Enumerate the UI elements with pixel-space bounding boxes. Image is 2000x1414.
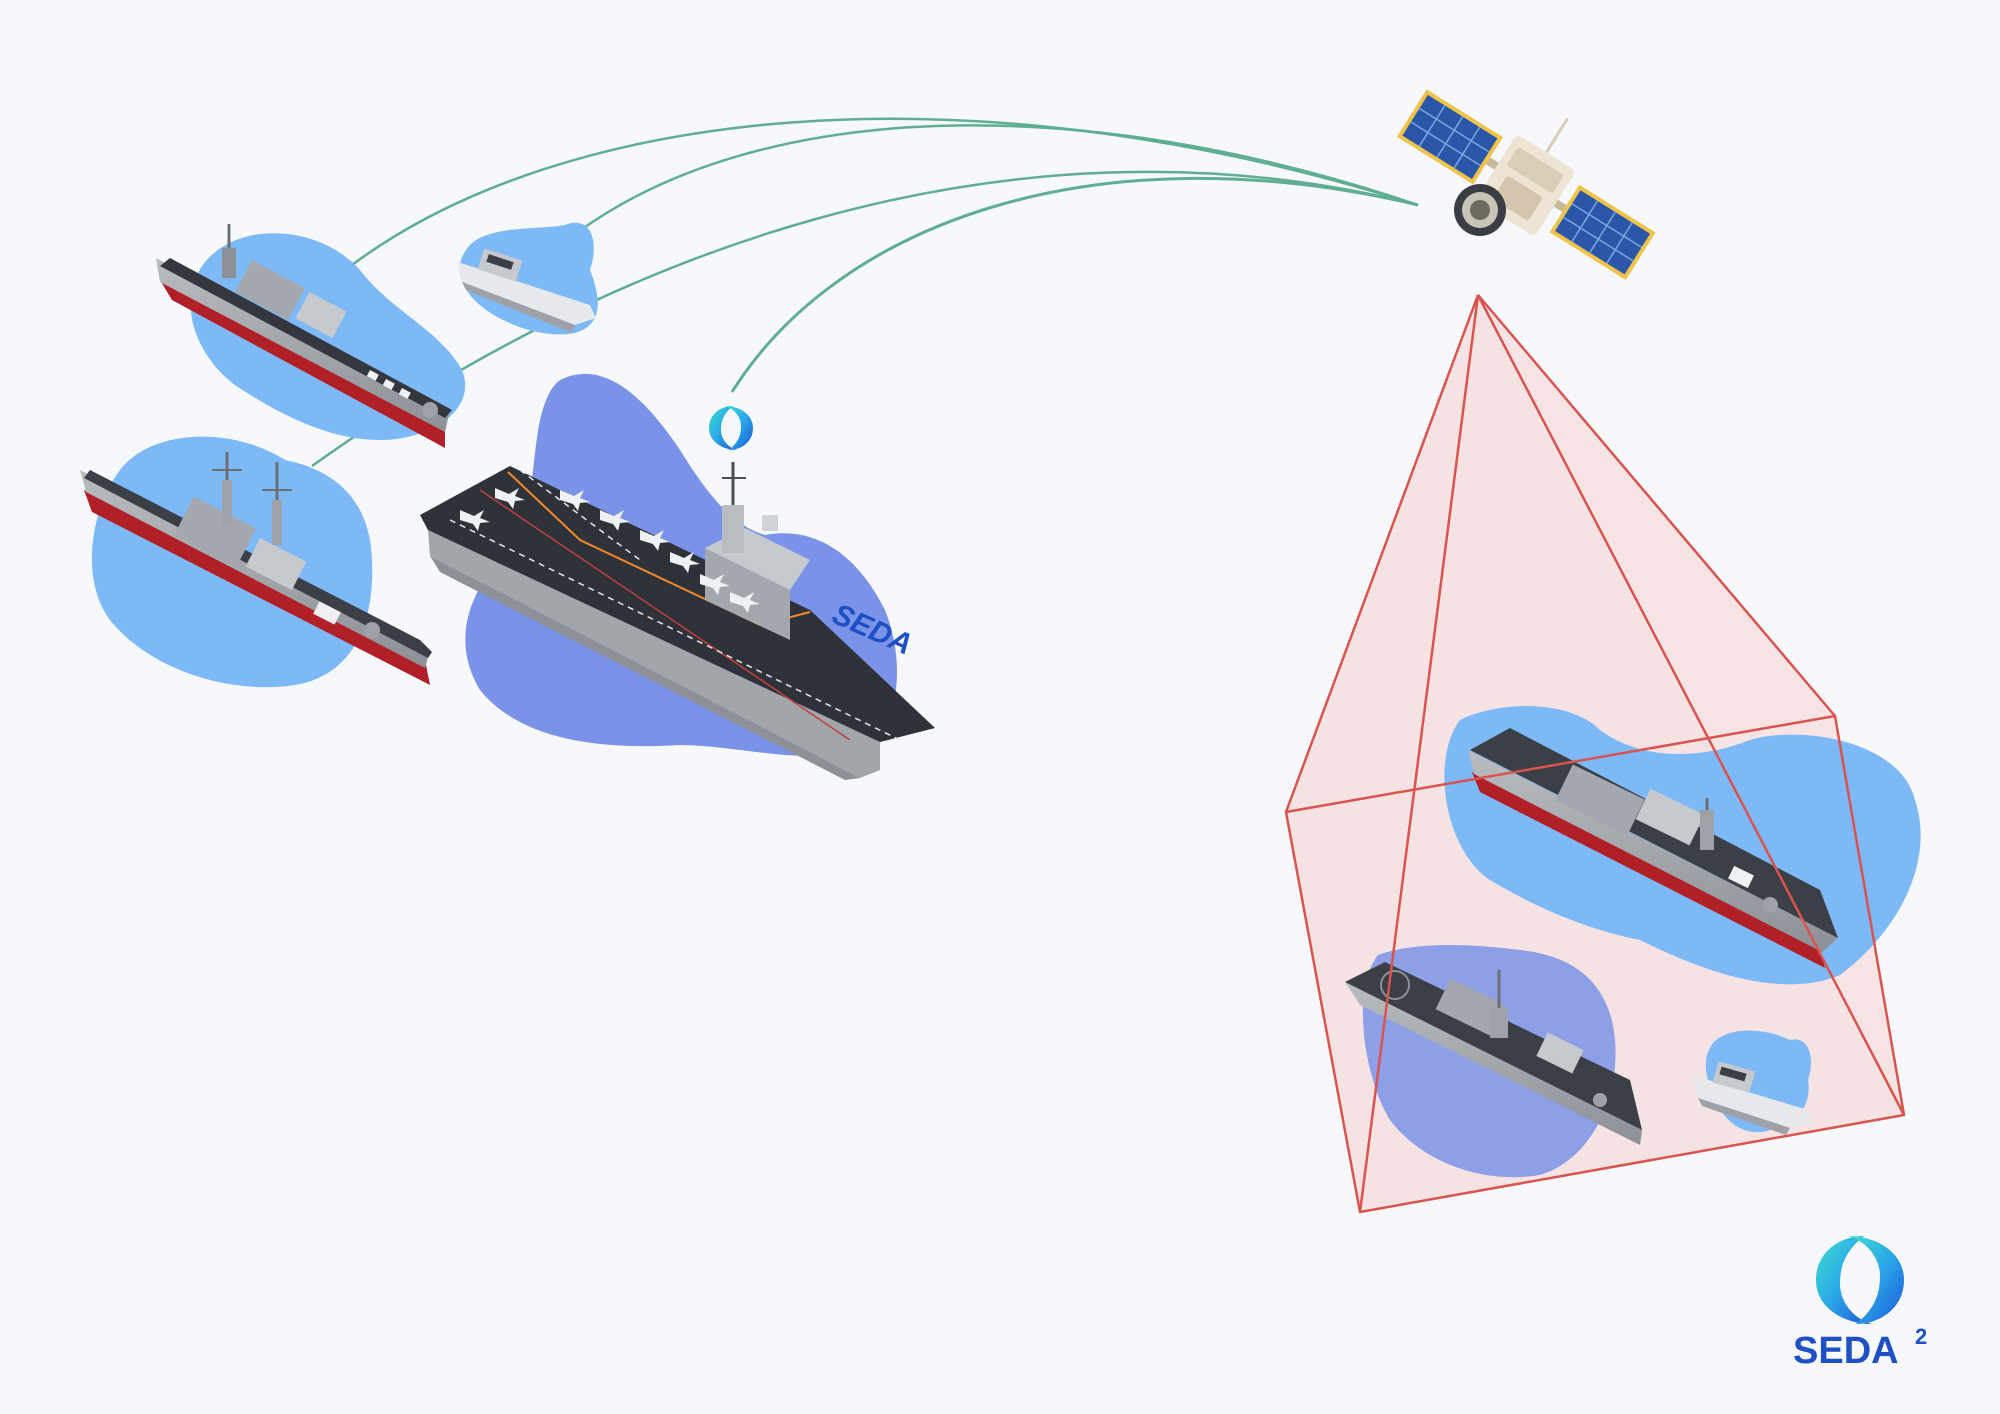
frigate-icon xyxy=(1468,728,1838,968)
link-frigate-top xyxy=(351,117,1419,267)
logo-wordmark: SEDA xyxy=(1793,1330,1899,1372)
frigate-icon xyxy=(156,224,452,448)
patrol-boat-icon xyxy=(1692,1061,1812,1135)
seda-logo-icon xyxy=(1816,1236,1904,1324)
link-patrol-boat xyxy=(577,124,1419,234)
seda-logo-icon xyxy=(709,406,753,450)
frigate-bottom-group xyxy=(1345,945,1642,1178)
frustum-edges xyxy=(1284,294,1906,1214)
link-carrier xyxy=(730,176,1419,393)
satellite-icon xyxy=(1396,89,1656,280)
logo-superscript: 2 xyxy=(1915,1324,1927,1349)
carrier-group: SEDA xyxy=(420,373,935,780)
frigate-left-group xyxy=(80,436,432,688)
link-frigate-left xyxy=(311,170,1419,468)
aircraft-carrier-icon: SEDA xyxy=(420,462,935,780)
brand-logo: SEDA 2 xyxy=(1793,1236,1927,1372)
frigate-top-group xyxy=(156,224,466,448)
frigate-icon xyxy=(1345,962,1642,1145)
patrol-boat-top-group xyxy=(458,222,598,335)
patrol-boat-icon xyxy=(458,248,596,333)
frigate-icon xyxy=(80,452,432,685)
frigate-right-group xyxy=(1444,706,1921,985)
patrol-boat-right-group xyxy=(1692,1030,1812,1135)
